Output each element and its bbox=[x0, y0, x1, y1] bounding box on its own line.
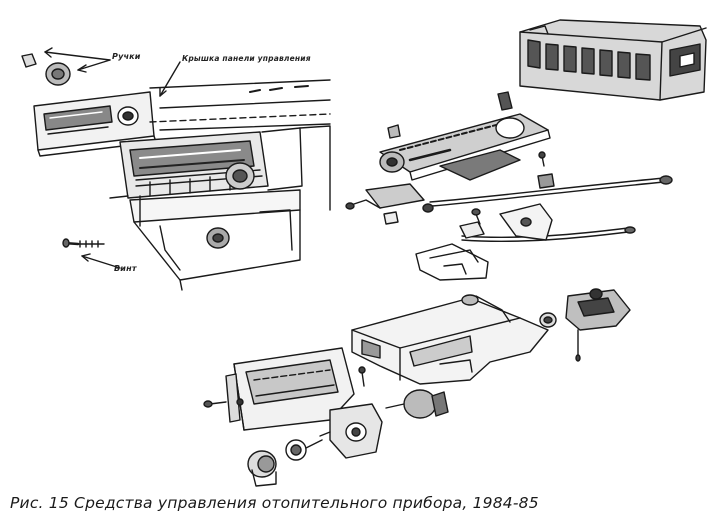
blower-assembly bbox=[203, 347, 449, 487]
screw-label: Винт bbox=[114, 264, 137, 273]
handles-label: Ручки bbox=[112, 52, 141, 61]
lever-assembly bbox=[345, 91, 673, 281]
dashboard-installation-view bbox=[21, 47, 331, 291]
figure-caption: Рис. 15 Средства управления отопительног… bbox=[10, 494, 539, 512]
heater-housing bbox=[351, 288, 631, 387]
panel-cover-label: Крышка панели управления bbox=[182, 54, 311, 63]
control-module bbox=[519, 19, 707, 101]
